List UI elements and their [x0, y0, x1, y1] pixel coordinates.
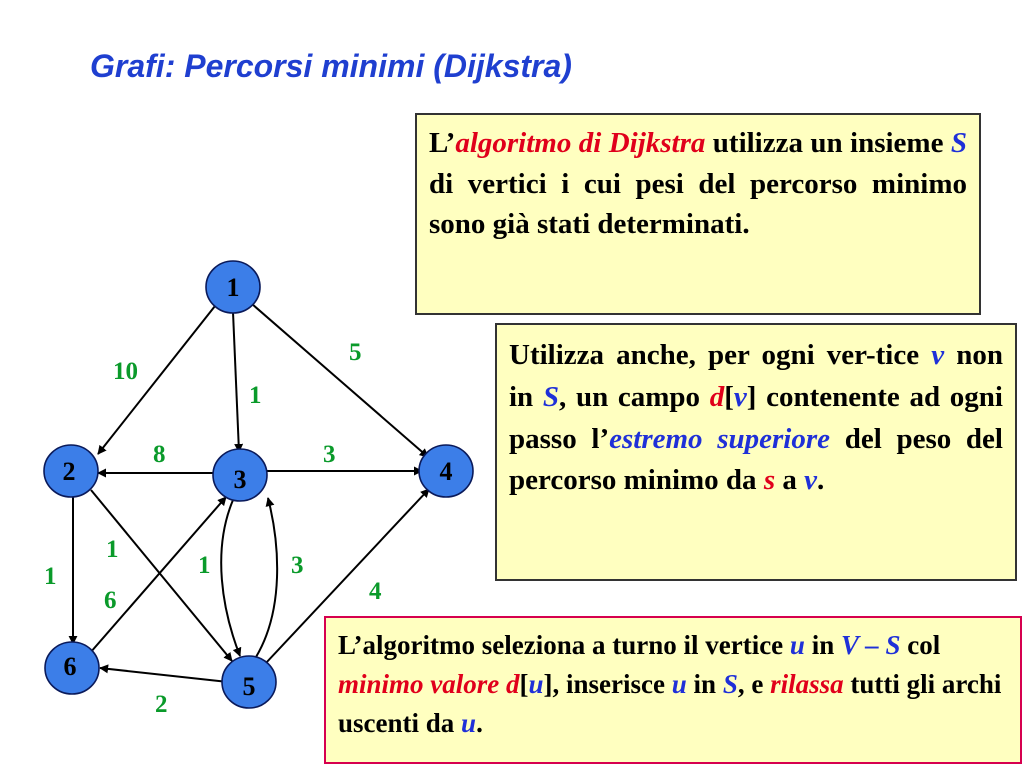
weight-label: 8: [153, 441, 166, 468]
edge-5-3: [255, 497, 279, 658]
text-fragment: .: [816, 464, 825, 497]
text-fragment: in: [804, 630, 841, 660]
weight-label: 1: [249, 382, 262, 409]
edge-2-5: [90, 489, 233, 662]
page-title: Grafi: Percorsi minimi (Dijkstra): [90, 48, 572, 84]
text-fragment: [: [724, 380, 734, 413]
weight-label: 6: [104, 587, 117, 614]
symbol-u: u: [789, 630, 805, 660]
highlight-relax: rilassa: [770, 669, 844, 700]
graph-node-2: 2: [43, 444, 99, 498]
text-fragment: in: [686, 669, 723, 700]
edge-3-5: [220, 499, 242, 657]
symbol-V-minus-S: V – S: [840, 630, 901, 660]
edge-1-2: [97, 305, 216, 455]
text-fragment: [: [519, 669, 529, 700]
text-fragment: Utilizza anche, per ogni ver-tice: [509, 339, 932, 371]
symbol-u: u: [528, 669, 544, 700]
node-label: 2: [63, 457, 76, 486]
symbol-S: S: [722, 669, 738, 700]
symbol-v: v: [804, 464, 817, 497]
highlight-upper-bound: estremo superiore: [609, 422, 831, 455]
text-fragment: ], inserisce: [543, 669, 672, 700]
symbol-d: d: [506, 669, 520, 700]
node-label: 1: [227, 273, 240, 302]
edge-1-3: [232, 311, 244, 453]
text-fragment: , e: [737, 669, 771, 700]
highlight-min-value: minimo valore: [338, 669, 500, 700]
weight-label: 4: [369, 578, 382, 605]
symbol-u: u: [671, 669, 687, 700]
symbol-s: s: [763, 464, 776, 497]
text-fragment: , un campo: [559, 380, 710, 413]
highlight-algorithm-name: algoritmo di Dijkstra: [455, 127, 706, 159]
weight-label: 1: [106, 536, 119, 563]
symbol-v: v: [931, 339, 945, 371]
weight-label: 3: [323, 441, 336, 468]
graph-node-1: 1: [205, 260, 261, 314]
symbol-u: u: [461, 708, 477, 739]
graph-node-6: 6: [44, 641, 100, 695]
graph-node-4: 4: [418, 444, 474, 498]
text-fragment: utilizza un insieme: [705, 127, 951, 159]
weight-label: 5: [349, 339, 362, 366]
text-fragment: del peso del percorso minimo da: [509, 422, 1003, 497]
text-fragment: L’algoritmo seleziona a turno il vertice: [338, 630, 790, 660]
text-fragment: tutti gli archi uscenti da: [338, 669, 1002, 739]
node-label: 6: [64, 652, 77, 681]
graph-node-3: 3: [212, 448, 268, 502]
text-fragment: L’: [429, 127, 456, 159]
text-fragment: .: [476, 708, 483, 739]
node-label: 5: [243, 672, 256, 701]
text-fragment: col: [900, 630, 941, 660]
selection-box: L’algoritmo seleziona a turno il vertice…: [324, 616, 1022, 764]
distance-field-box: Utilizza anche, per ogni ver-tice v non …: [495, 323, 1017, 581]
definition-box: L’algoritmo di Dijkstra utilizza un insi…: [415, 113, 981, 315]
text-fragment: di vertici i cui pesi del percorso minim…: [429, 167, 967, 241]
edge-5-4: [264, 488, 430, 665]
edge-1-4: [251, 303, 429, 458]
node-label: 4: [440, 457, 453, 486]
text-fragment: ] contenente ad ogni passo l’: [509, 380, 1003, 455]
text-fragment: a: [775, 464, 805, 497]
symbol-S: S: [950, 127, 967, 159]
symbol-d: d: [709, 380, 725, 413]
weight-label: 10: [113, 358, 138, 385]
text-fragment: non in: [509, 339, 1003, 413]
weight-label: 2: [155, 691, 168, 718]
edge-6-3: [89, 496, 227, 654]
weight-label: 1: [44, 563, 57, 590]
weight-label: 1: [198, 552, 211, 579]
weight-label: 3: [291, 552, 304, 579]
graph-node-5: 5: [221, 655, 277, 709]
node-label: 3: [234, 465, 247, 494]
symbol-S: S: [542, 380, 560, 413]
edge-5-6: [99, 664, 229, 683]
symbol-v: v: [733, 380, 747, 413]
